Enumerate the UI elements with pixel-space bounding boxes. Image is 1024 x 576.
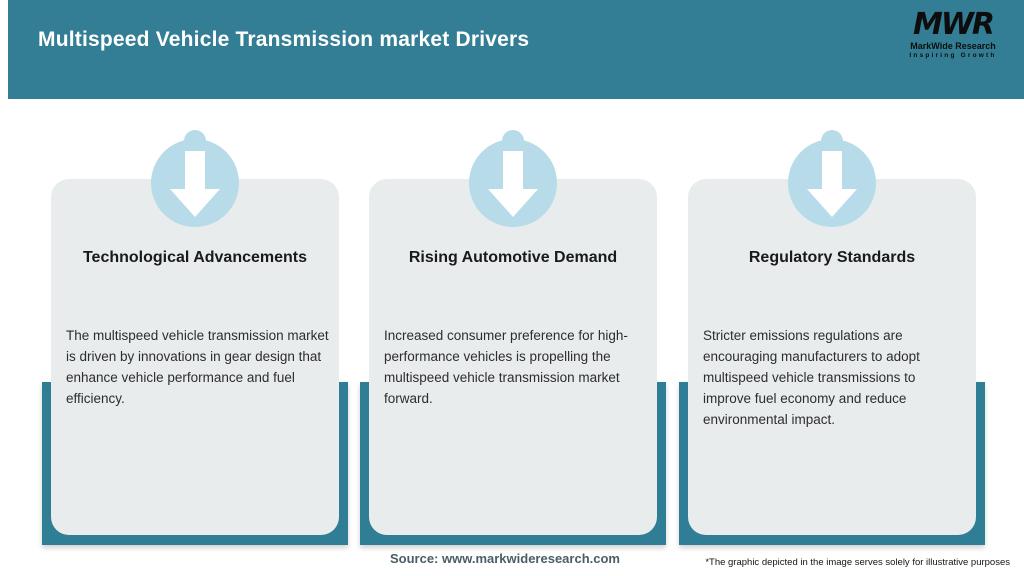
logo-company-name: MarkWide Research [910, 41, 996, 51]
driver-card-technological-advancements [51, 179, 339, 535]
down-arrow-icon [469, 139, 557, 227]
down-arrow-glyph [807, 151, 857, 217]
logo-tagline: Inspiring Growth [909, 51, 997, 59]
header-band: Multispeed Vehicle Transmission market D… [8, 0, 1024, 99]
down-arrow-icon [788, 139, 876, 227]
down-arrow-glyph [488, 151, 538, 217]
markwide-research-logo: MWR MarkWide Research Inspiring Growth [898, 10, 1008, 60]
card-title: Technological Advancements [82, 249, 308, 266]
card-title: Regulatory Standards [748, 249, 916, 266]
disclaimer-note: *The graphic depicted in the image serve… [705, 557, 1010, 568]
driver-card-rising-automotive-demand [369, 179, 657, 535]
driver-card-regulatory-standards [688, 179, 976, 535]
down-arrow-glyph [170, 151, 220, 217]
page-title: Multispeed Vehicle Transmission market D… [38, 28, 530, 51]
card-description: The multispeed vehicle transmission mark… [66, 328, 329, 406]
source-link-text: Source: www.markwideresearch.com [389, 551, 620, 566]
down-arrow-icon [151, 139, 239, 227]
logo-acronym: MWR [912, 7, 995, 42]
card-title: Rising Automotive Demand [408, 249, 618, 266]
card-description: Increased consumer preference for high-p… [384, 328, 628, 406]
card-description: Stricter emissions regulations are encou… [703, 328, 920, 427]
